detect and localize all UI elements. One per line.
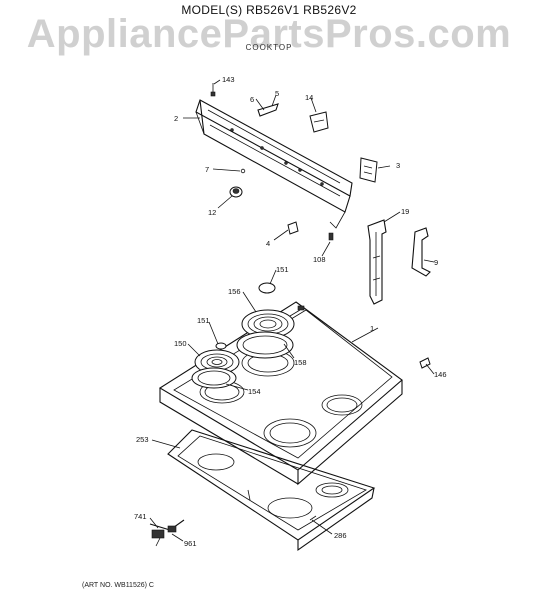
callout-108: 108	[313, 255, 326, 264]
wiring-parts	[149, 357, 431, 547]
callout-2: 2	[174, 114, 178, 123]
leader-lines	[149, 79, 435, 542]
callout-12: 12	[208, 208, 216, 217]
callout-253: 253	[136, 435, 149, 444]
art-number: (ART NO. WB11526) C	[82, 582, 154, 589]
callout-151-upper: 151	[276, 265, 289, 274]
callout-3: 3	[396, 161, 400, 170]
callout-286: 286	[334, 531, 347, 540]
callout-5: 5	[275, 89, 279, 98]
callout-6: 6	[250, 95, 254, 104]
burner-box	[167, 429, 376, 552]
callout-9: 9	[434, 258, 438, 267]
callout-19: 19	[401, 207, 409, 216]
callout-154: 154	[248, 387, 261, 396]
callout-150: 150	[174, 339, 187, 348]
callout-143: 143	[222, 75, 235, 84]
callout-961: 961	[184, 539, 197, 548]
callout-14: 14	[305, 93, 313, 102]
callout-4: 4	[266, 239, 270, 248]
backsplash-panel	[195, 99, 353, 229]
small-parts	[210, 83, 378, 241]
callout-7: 7	[205, 165, 209, 174]
callout-158: 158	[294, 358, 307, 367]
side-brackets	[367, 219, 431, 305]
watermark: AppliancePartsPros.com	[26, 12, 512, 56]
callout-labels: 143 6 5 14 2 3 7 12 19 4 108 9 151 156 1…	[134, 75, 447, 548]
diagram-subtitle: COOKTOP	[245, 43, 293, 52]
diagram-title: MODEL(S) RB526V1 RB526V2	[181, 3, 357, 17]
callout-151-lower: 151	[197, 316, 210, 325]
surface-units	[191, 282, 305, 389]
callout-156: 156	[228, 287, 241, 296]
callout-741: 741	[134, 512, 147, 521]
callout-1: 1	[370, 324, 374, 333]
callout-146: 146	[434, 370, 447, 379]
